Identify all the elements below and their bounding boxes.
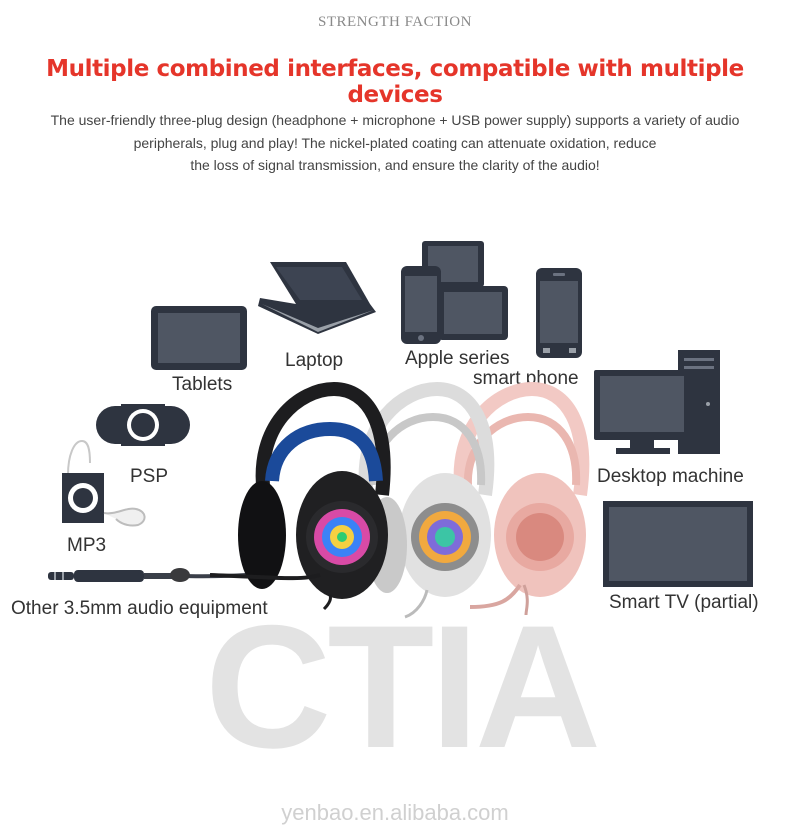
headset-black: [170, 381, 391, 611]
apple-devices-icon: [401, 241, 508, 344]
audio-equipment-label: Other 3.5mm audio equipment: [11, 598, 268, 619]
tablets-label: Tablets: [172, 374, 233, 395]
desktop-label: Desktop machine: [597, 466, 744, 487]
apple-series-label: Apple series: [405, 348, 510, 369]
desktop-computer-icon: [594, 350, 720, 454]
smart-phone-label: smart phone: [473, 368, 579, 389]
website-url: yenbao.en.alibaba.com: [281, 800, 509, 825]
smart-tv-label: Smart TV (partial): [609, 592, 759, 613]
psp-label: PSP: [130, 466, 169, 487]
mp3-player-icon: [62, 439, 146, 527]
tablet-icon: [151, 306, 247, 370]
description-line: peripherals, plug and play! The nickel-p…: [133, 134, 657, 151]
smartphone-icon: [536, 268, 582, 358]
headset-pink: [453, 381, 590, 616]
laptop-icon: [258, 262, 376, 334]
description-line: the loss of signal transmission, and ens…: [190, 157, 600, 173]
headline: Multiple combined interfaces, compatible…: [46, 56, 744, 108]
smart-tv-icon: [603, 501, 753, 587]
mp3-label: MP3: [67, 535, 107, 556]
description-line: The user-friendly three-plug design (hea…: [50, 112, 740, 128]
description: The user-friendly three-plug design (hea…: [20, 109, 770, 177]
brand-name: STRENGTH FACTION: [318, 14, 472, 30]
laptop-label: Laptop: [285, 350, 344, 371]
psp-icon: [96, 404, 190, 446]
ctia-watermark: CTIA: [205, 590, 601, 785]
